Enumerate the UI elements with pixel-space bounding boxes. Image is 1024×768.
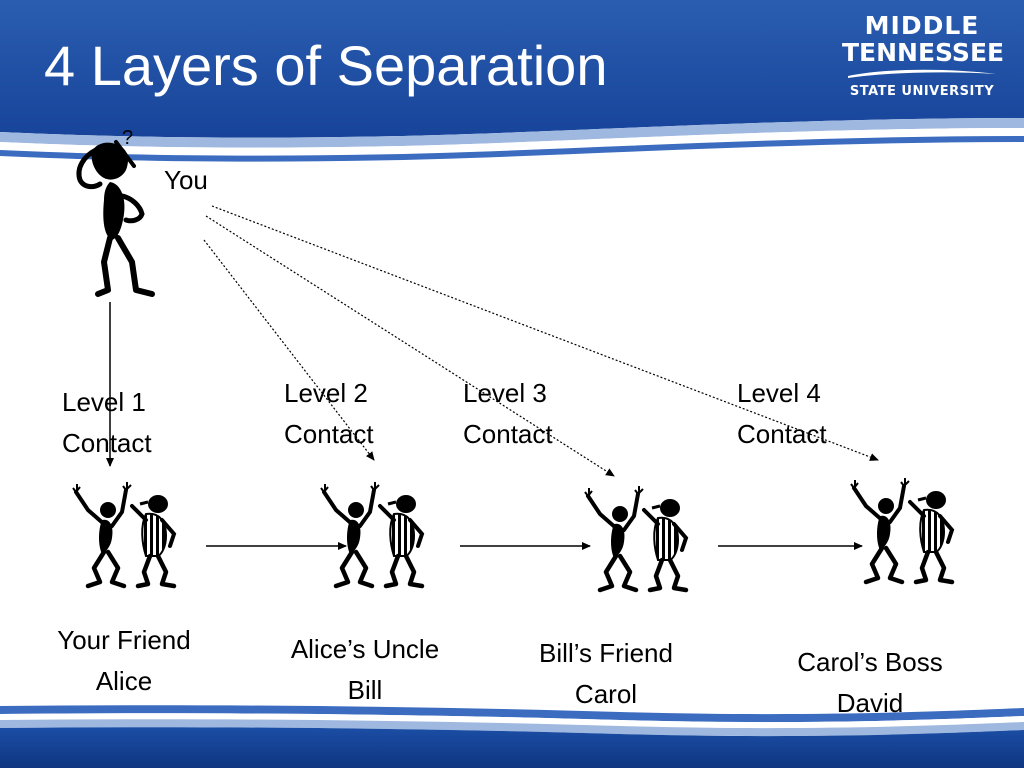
level-4-line-2: Contact [737,419,827,449]
logo-line-3: STATE UNIVERSITY [849,84,995,99]
you-figure: ? [76,127,155,297]
figure-pair-carol [585,486,686,590]
header-wave-light [0,118,1024,148]
logo-swoosh [848,69,996,78]
level-4-line-1: Level 4 [737,378,821,408]
figure-pair-david [851,478,952,582]
level-1-label: Level 1 Contact [62,382,152,464]
person-bill-label: Alice’s Uncle Bill [270,629,460,711]
figure-pair-bill [321,482,422,586]
person-david-line-1: Carol’s Boss [797,647,943,677]
level-2-line-1: Level 2 [284,378,368,408]
person-alice-line-2: Alice [95,666,153,696]
you-label: You [164,165,208,195]
person-bill-line-1: Alice’s Uncle [290,634,440,664]
header-wave-blue [0,136,1024,162]
level-2-label: Level 2 Contact [284,373,374,455]
footer-band [0,727,1024,768]
footer-wave-light [0,719,1024,737]
person-carol-line-1: Bill’s Friend [539,638,673,668]
logo-line-2: TENNESSEE [842,38,1005,67]
level-3-line-2: Contact [463,419,553,449]
level-1-line-2: Contact [62,428,152,458]
person-carol-line-2: Carol [574,679,638,709]
logo-line-1: MIDDLE [864,11,980,40]
person-bill-line-2: Bill [347,675,383,705]
arrow-you-to-carol [205,215,615,477]
person-alice-label: Your Friend Alice [34,620,214,702]
figure-pair-alice [73,482,174,586]
header-band [0,0,1024,138]
footer-wave-blue [0,705,1024,723]
level-4-label: Level 4 Contact [737,373,827,455]
footer-wave-white [0,713,1024,729]
university-logo: MIDDLE TENNESSEE STATE UNIVERSITY [842,11,1005,100]
person-alice-line-1: Your Friend [57,625,191,655]
arrow-you-to-david [211,205,879,461]
level-3-line-1: Level 3 [463,378,547,408]
thinking-mark: ? [122,127,133,149]
person-carol-label: Bill’s Friend Carol [514,633,698,715]
slide-title: 4 Layers of Separation [44,34,608,97]
level-2-line-2: Contact [284,419,374,449]
person-david-label: Carol’s Boss David [778,642,962,724]
level-1-line-1: Level 1 [62,387,146,417]
person-david-line-2: David [836,688,904,718]
header-wave-white [0,128,1024,156]
level-3-label: Level 3 Contact [463,373,553,455]
